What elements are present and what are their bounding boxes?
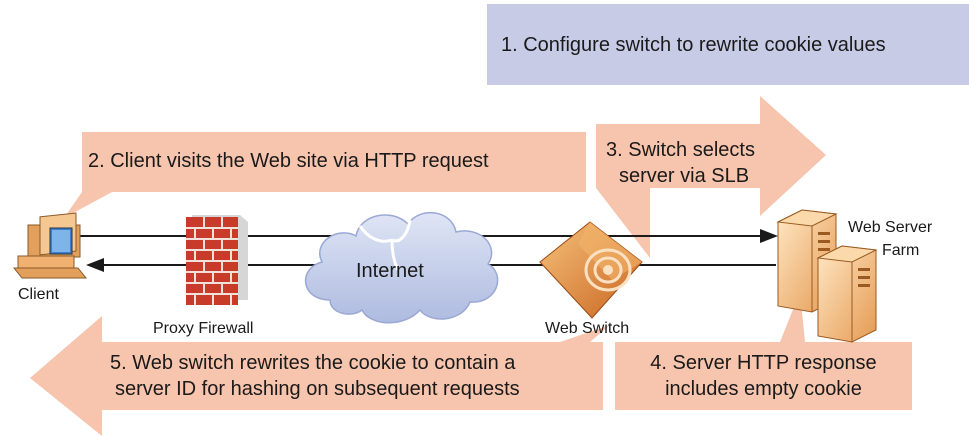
step2-callout	[64, 132, 586, 218]
server-farm-label-line2: Farm	[882, 242, 920, 259]
client-computer-icon	[12, 212, 88, 279]
internet-label: Internet	[356, 260, 424, 282]
step4-label-line1: 4. Server HTTP response	[650, 352, 877, 374]
switch-label: Web Switch	[545, 320, 630, 337]
step3-arrow-callout	[596, 96, 826, 258]
server-farm-icon	[776, 209, 878, 343]
request-arrowhead	[760, 229, 778, 243]
step5-label-line2: server ID for hashing on subsequent requ…	[115, 378, 520, 400]
step3-label-line2: server via SLB	[619, 165, 750, 187]
server-farm-label-line1: Web Server	[848, 219, 933, 236]
response-arrowhead	[86, 258, 104, 272]
firewall-brick-icon	[186, 215, 248, 305]
step1-label: 1. Configure switch to rewrite cookie va…	[501, 34, 886, 56]
step3-label-line1: 3. Switch selects	[606, 139, 755, 161]
firewall-label: Proxy Firewall	[153, 320, 254, 337]
step1-box	[487, 4, 969, 85]
client-label: Client	[18, 286, 59, 303]
step2-label: 2. Client visits the Web site via HTTP r…	[88, 150, 489, 172]
web-switch-icon	[539, 221, 643, 319]
step5-arrow-callout	[30, 316, 610, 436]
step4-callout	[615, 292, 912, 410]
step4-label-line2: includes empty cookie	[665, 378, 862, 400]
step5-label-line1: 5. Web switch rewrites the cookie to con…	[110, 352, 516, 374]
internet-cloud-icon	[305, 211, 499, 324]
